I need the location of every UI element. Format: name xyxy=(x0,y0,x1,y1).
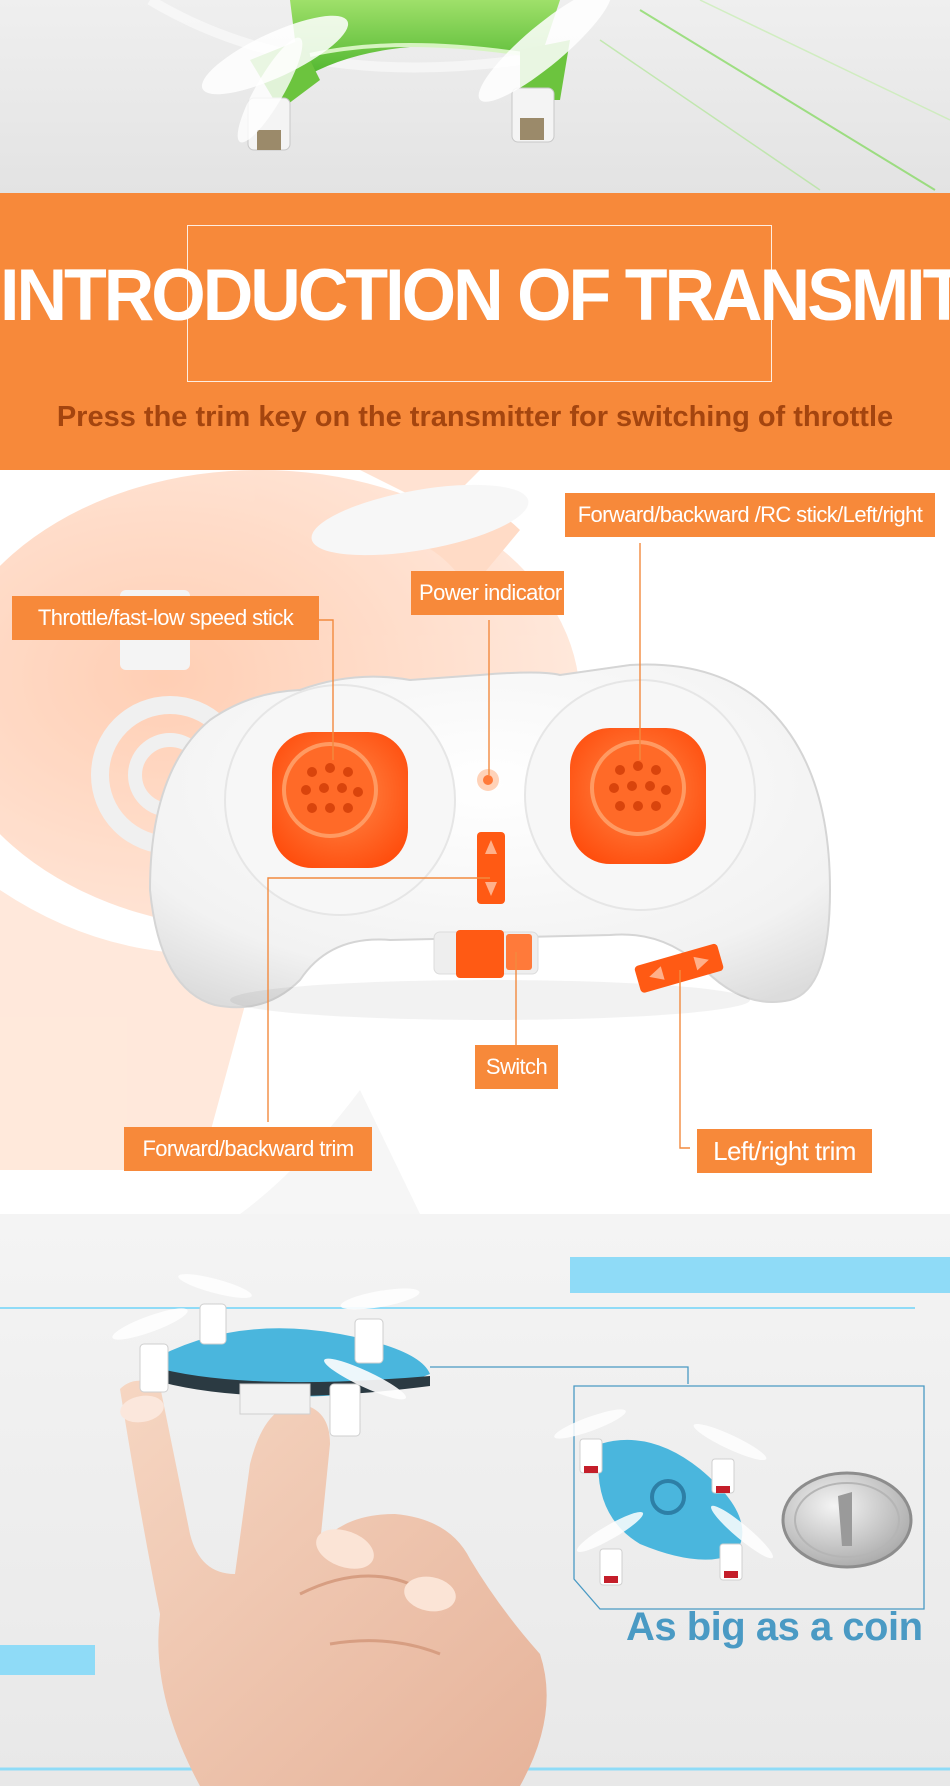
label-switch: Switch xyxy=(475,1045,558,1089)
banner-subtitle: Press the trim key on the transmitter fo… xyxy=(56,401,894,433)
coin-caption: As big as a coin xyxy=(626,1605,923,1649)
banner-background xyxy=(0,193,950,470)
label-forward-backward-trim: Forward/backward trim xyxy=(124,1127,372,1171)
small-drone-icon xyxy=(554,1409,773,1586)
hand-icon xyxy=(120,1380,547,1786)
transmitter-icon xyxy=(0,470,832,1214)
green-drone-icon xyxy=(147,0,950,191)
transmitter-section: Throttle/fast-low speed stick Power indi… xyxy=(0,470,950,1214)
top-drone-section xyxy=(0,0,950,193)
banner-title: INTRODUCTION OF TRANSMITTER xyxy=(0,254,950,336)
intro-banner: INTRODUCTION OF TRANSMITTER Press the tr… xyxy=(0,193,950,470)
blue-bar-left xyxy=(0,1645,95,1675)
label-forward-rc-stick: Forward/backward /RC stick/Left/right xyxy=(565,493,935,537)
coin-icon xyxy=(781,1471,913,1569)
banner-frame xyxy=(187,225,772,382)
label-power-indicator: Power indicator xyxy=(411,571,564,615)
blue-bar-top xyxy=(570,1257,950,1293)
held-drone-icon xyxy=(112,1274,430,1437)
size-illustration xyxy=(0,1257,950,1786)
label-left-right-trim: Left/right trim xyxy=(697,1129,872,1173)
size-section: As big as a coin xyxy=(0,1214,950,1786)
label-throttle-stick: Throttle/fast-low speed stick xyxy=(12,596,319,640)
